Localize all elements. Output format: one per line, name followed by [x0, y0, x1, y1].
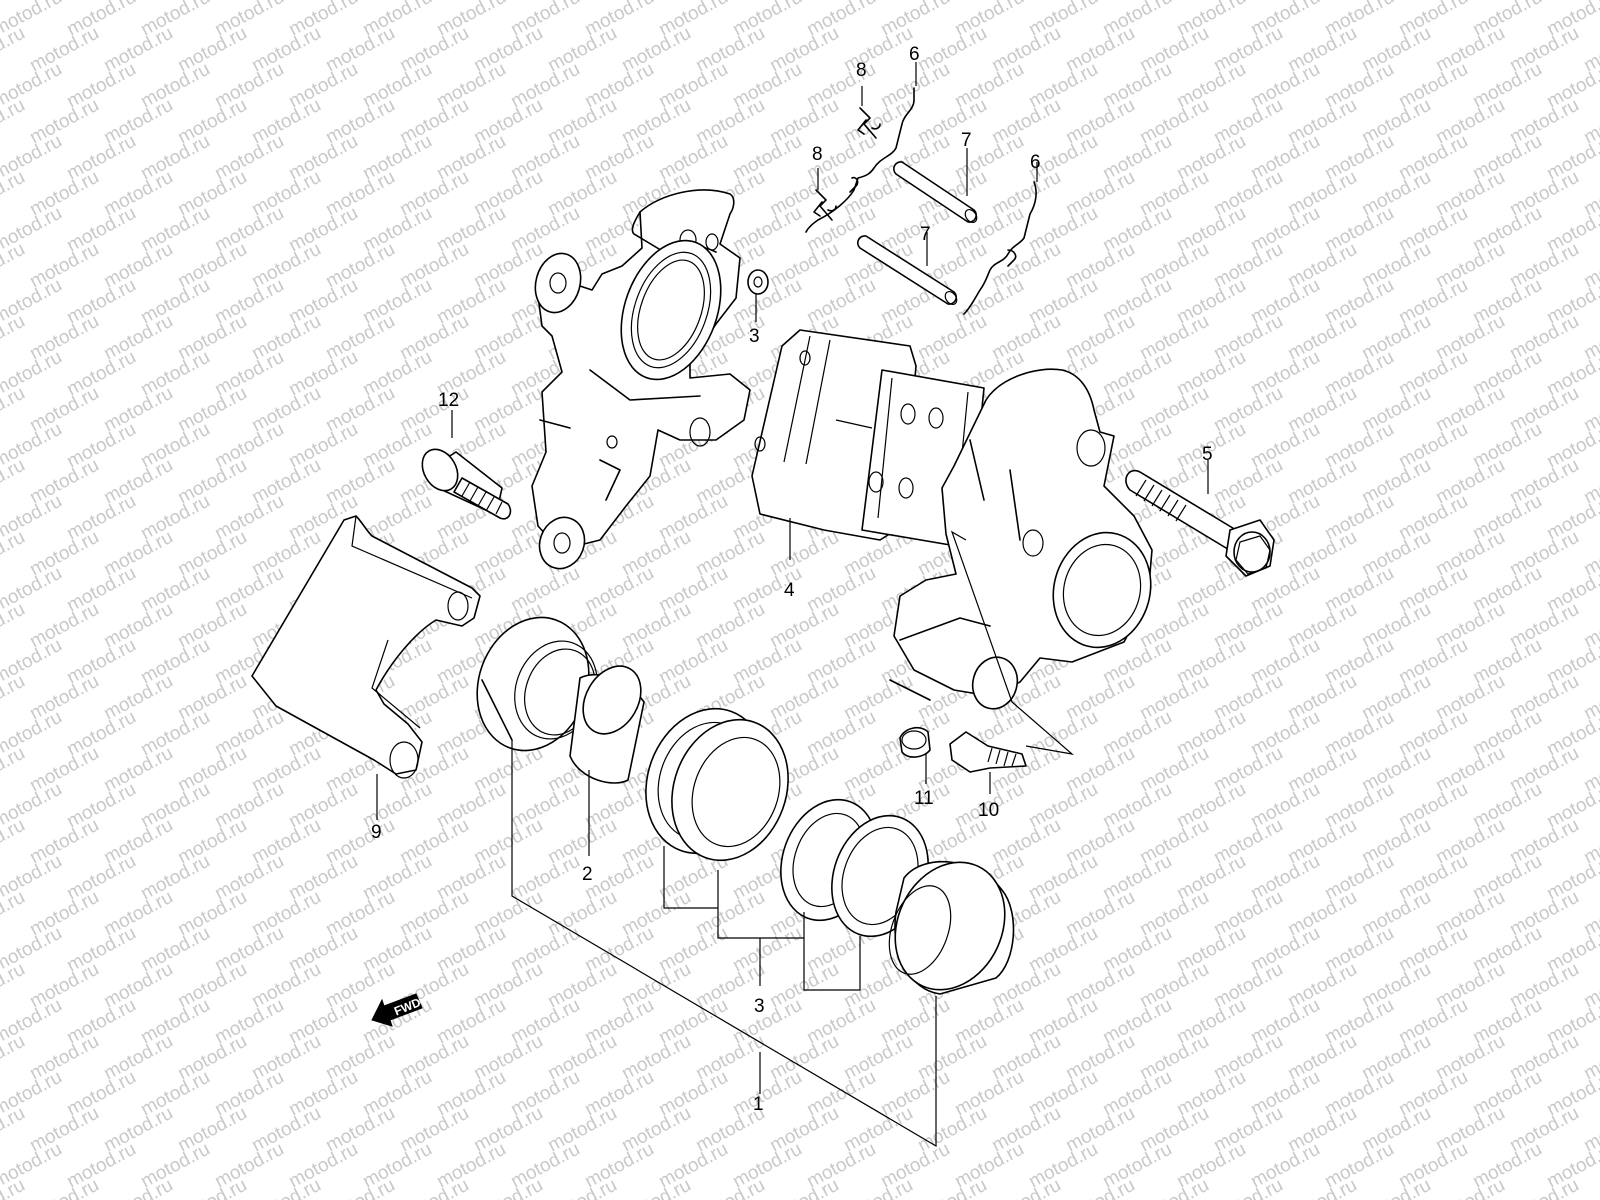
- callout-10: 10: [978, 800, 999, 821]
- watermark-text: motod.ru: [766, 1175, 842, 1200]
- watermark-text: motod.ru: [692, 1175, 768, 1200]
- watermark-text: motod.ru: [322, 1175, 398, 1200]
- watermark-text: motod.ru: [0, 743, 29, 797]
- callout-3-seals: 3: [754, 996, 765, 1017]
- watermark-text: motod.ru: [0, 1031, 29, 1085]
- callout-9: 9: [371, 822, 382, 843]
- watermark-text: motod.ru: [1062, 1175, 1138, 1200]
- watermark-text: motod.ru: [0, 1103, 29, 1157]
- watermark-text: motod.ru: [0, 959, 29, 1013]
- watermark-text: motod.ru: [1580, 0, 1600, 4]
- callout-1: 1: [753, 1094, 764, 1115]
- watermark-text: motod.ru: [174, 1175, 250, 1200]
- watermark-text: motod.ru: [396, 1175, 472, 1200]
- part-3-small-ring: [747, 269, 769, 295]
- callout-11: 11: [914, 788, 934, 809]
- callout-6-lower: 6: [1030, 152, 1041, 173]
- watermark-text: motod.ru: [1210, 1175, 1286, 1200]
- watermark-text: motod.ru: [1432, 1175, 1508, 1200]
- watermark-text: motod.ru: [1284, 1175, 1360, 1200]
- watermark-text: motod.ru: [914, 1175, 990, 1200]
- watermark-text: motod.ru: [0, 311, 29, 365]
- callout-12: 12: [438, 390, 459, 411]
- watermark-text: motod.ru: [0, 815, 29, 869]
- callout-8-upper: 8: [856, 60, 867, 81]
- watermark-text: motod.ru: [0, 239, 29, 293]
- callout-7-upper: 7: [961, 130, 972, 151]
- watermark-text: motod.ru: [100, 1175, 176, 1200]
- watermark-text: motod.ru: [0, 455, 29, 509]
- watermark-text: motod.ru: [470, 1175, 546, 1200]
- watermark-text: motod.ru: [248, 1175, 324, 1200]
- watermark-text: motod.ru: [0, 23, 29, 77]
- watermark-text: motod.ru: [1506, 1175, 1582, 1200]
- watermark-text: motod.ru: [988, 1175, 1064, 1200]
- watermark-text: motod.ru: [1358, 1175, 1434, 1200]
- callout-8-lower: 8: [812, 144, 823, 165]
- watermark-text: motod.ru: [0, 671, 29, 725]
- part-11-bleeder-cap: [899, 726, 931, 758]
- watermark-text: motod.ru: [0, 167, 29, 221]
- watermark-text: motod.ru: [544, 1175, 620, 1200]
- callout-2: 2: [582, 864, 593, 885]
- watermark-text: motod.ru: [0, 383, 29, 437]
- callout-7-lower: 7: [920, 224, 931, 245]
- watermark-text: motod.ru: [0, 599, 29, 653]
- watermark-text: motod.ru: [0, 95, 29, 149]
- watermark-text: motod.ru: [618, 1175, 694, 1200]
- callout-3-ring: 3: [749, 326, 760, 347]
- callout-6-upper: 6: [909, 44, 920, 65]
- watermark-text: motod.ru: [0, 527, 29, 581]
- callout-4: 4: [784, 580, 795, 601]
- watermark-text: motod.ru: [1580, 1175, 1600, 1200]
- callout-5: 5: [1202, 444, 1213, 465]
- watermark-text: motod.ru: [1136, 1175, 1212, 1200]
- watermark-text: motod.ru: [0, 887, 29, 941]
- watermark-text: motod.ru: [840, 1175, 916, 1200]
- watermark-text: motod.ru: [26, 1175, 102, 1200]
